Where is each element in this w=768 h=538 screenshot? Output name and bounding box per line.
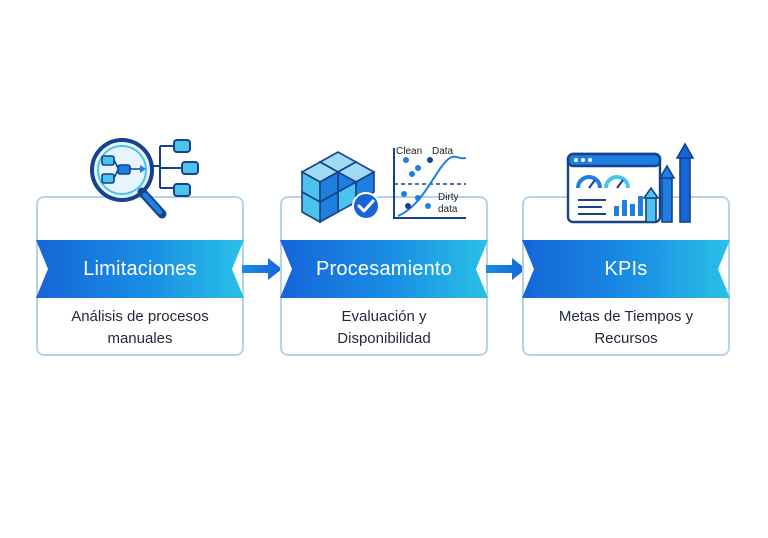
step-description: Análisis de procesos manuales bbox=[36, 300, 244, 356]
desc-line: Metas de Tiempos y bbox=[558, 308, 694, 325]
arrow-right-icon bbox=[486, 258, 526, 280]
chart-label-data: Data bbox=[432, 146, 454, 157]
chart-label-dirty: Dirty bbox=[438, 192, 459, 203]
desc-line: Evaluación y bbox=[341, 308, 427, 325]
step-title-banner: KPIs bbox=[522, 240, 730, 298]
desc-line: Recursos bbox=[594, 330, 658, 347]
desc-line: Análisis de procesos bbox=[71, 308, 209, 325]
chart-label-data-lower: data bbox=[438, 204, 458, 215]
arrow-right-icon bbox=[242, 258, 282, 280]
magnifier-process-flow-icon bbox=[36, 110, 244, 230]
step-description: Evaluación y Disponibilidad bbox=[280, 300, 488, 356]
data-cubes-check-scatter-icon: Clean Data Dirty data bbox=[280, 110, 488, 230]
chart-label-clean: Clean bbox=[396, 146, 422, 157]
step-title-banner: Limitaciones bbox=[36, 240, 244, 298]
step-description: Metas de Tiempos y Recursos bbox=[522, 300, 730, 356]
desc-line: manuales bbox=[107, 330, 173, 347]
dashboard-growth-bars-icon bbox=[522, 110, 730, 230]
desc-line: Disponibilidad bbox=[337, 330, 431, 347]
step-title-banner: Procesamiento bbox=[280, 240, 488, 298]
